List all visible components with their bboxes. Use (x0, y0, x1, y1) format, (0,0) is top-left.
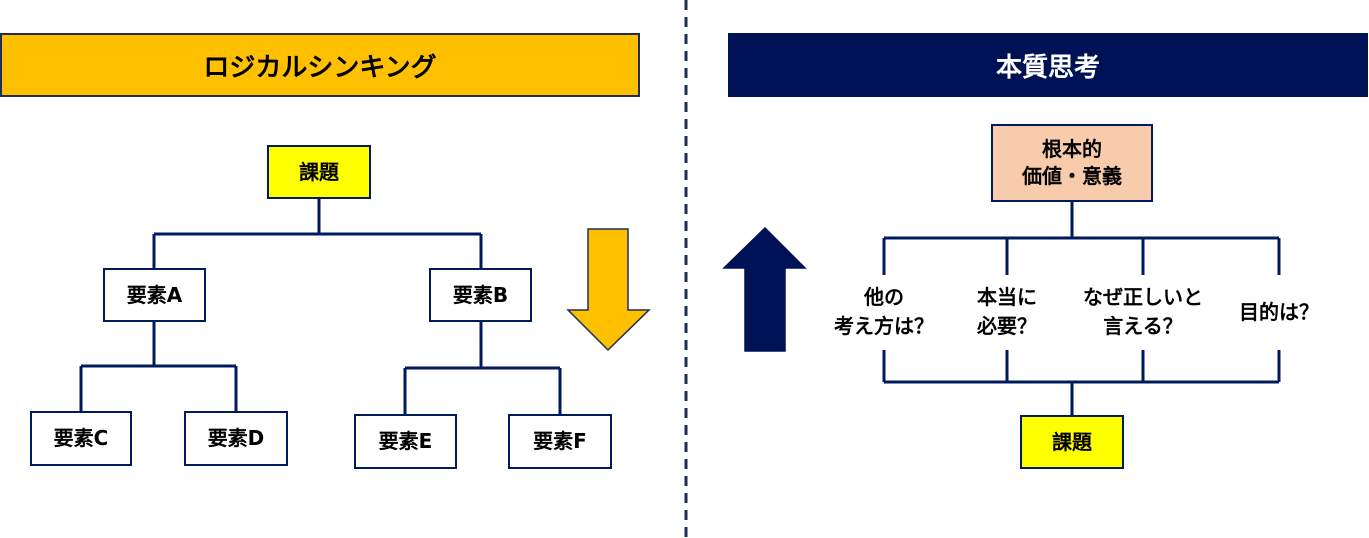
question-why-correct: なぜ正しいと 言える？ (1083, 285, 1203, 338)
logical-root-task: 課題 (267, 145, 371, 199)
question-purpose: 目的は？ (1239, 299, 1319, 324)
essential-base-task: 課題 (1020, 415, 1124, 469)
element-f-box: 要素F (508, 414, 612, 469)
essential-tree-lines (882, 201, 1281, 415)
up-arrow-icon (722, 226, 807, 352)
logical-thinking-header: ロジカルシンキング (0, 33, 640, 97)
element-a-box: 要素A (103, 268, 206, 322)
down-arrow-icon (566, 228, 651, 352)
logical-tree-lines (79, 198, 562, 414)
question-really-needed: 本当に 必要？ (977, 285, 1037, 338)
element-c-box: 要素C (30, 411, 132, 466)
root-value-box: 根本的 価値・意義 (991, 124, 1153, 202)
element-e-box: 要素E (354, 414, 457, 469)
element-b-box: 要素B (429, 268, 532, 322)
question-other-views: 他の 考え方は？ (834, 285, 934, 338)
element-d-box: 要素D (184, 411, 288, 466)
essential-thinking-header: 本質思考 (728, 33, 1368, 97)
